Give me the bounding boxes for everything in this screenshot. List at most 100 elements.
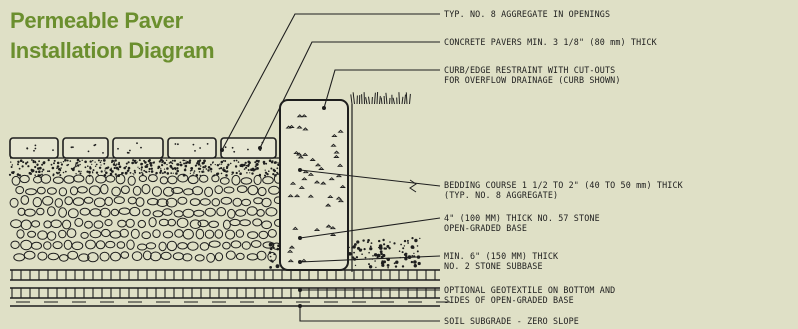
subbase-stone bbox=[353, 251, 355, 254]
subbase-stone bbox=[380, 252, 383, 256]
subbase-stone bbox=[403, 253, 407, 256]
bedding-grain bbox=[67, 163, 70, 166]
base-stone bbox=[36, 186, 46, 195]
base-stone bbox=[172, 252, 184, 261]
bedding-grain bbox=[87, 165, 89, 167]
bedding-grain bbox=[243, 168, 246, 170]
bedding-grain bbox=[39, 174, 42, 177]
subbase-stone bbox=[268, 243, 273, 247]
base-stone bbox=[72, 197, 85, 206]
bedding-grain bbox=[277, 161, 279, 164]
bedding-grain bbox=[141, 173, 144, 176]
bedding-grain bbox=[113, 166, 116, 170]
curb-aggregate bbox=[337, 129, 344, 133]
bedding-grain bbox=[175, 172, 178, 175]
grass-blade bbox=[379, 95, 381, 105]
bedding-grain bbox=[75, 173, 77, 175]
base-stone bbox=[182, 253, 193, 262]
bedding-grain bbox=[152, 161, 155, 164]
subbase-stone bbox=[419, 237, 421, 240]
bedding-grain bbox=[203, 159, 206, 163]
base-stone bbox=[206, 252, 216, 263]
bedding-grain bbox=[199, 174, 201, 177]
bedding-grain bbox=[220, 160, 224, 164]
subbase-stone bbox=[417, 261, 421, 266]
bedding-grain bbox=[171, 167, 175, 170]
base-stone bbox=[253, 174, 262, 186]
leader-line bbox=[323, 69, 440, 109]
bedding-grain bbox=[50, 163, 53, 166]
base-stone bbox=[252, 218, 263, 227]
base-stone bbox=[162, 208, 173, 216]
bedding-grain bbox=[100, 164, 102, 166]
base-stone bbox=[246, 206, 258, 216]
base-stone bbox=[131, 251, 143, 262]
bedding-grain bbox=[214, 164, 216, 166]
subbase-stone bbox=[395, 260, 399, 264]
base-stone bbox=[47, 252, 60, 261]
bedding-grain bbox=[127, 161, 130, 164]
bedding-grain bbox=[255, 159, 259, 163]
paver-speckle bbox=[70, 146, 73, 149]
base-stone bbox=[232, 197, 243, 207]
base-stone bbox=[183, 188, 194, 196]
bedding-grain bbox=[103, 174, 107, 177]
bedding-grain bbox=[202, 169, 204, 171]
base-stone bbox=[177, 242, 188, 250]
paver-speckle bbox=[52, 149, 54, 152]
bedding-grain bbox=[10, 161, 12, 163]
subbase-stone bbox=[352, 245, 356, 249]
callout-text: FOR OVERFLOW DRAINAGE (CURB SHOWN) bbox=[444, 74, 621, 85]
base-stone bbox=[156, 198, 169, 207]
bedding-grain bbox=[198, 171, 201, 173]
curb-aggregate bbox=[309, 157, 316, 161]
callout-text: CONCRETE PAVERS MIN. 3 1/8" (80 mm) THIC… bbox=[444, 37, 657, 47]
bedding-grain bbox=[148, 167, 151, 171]
bedding-grain bbox=[140, 162, 143, 166]
bedding-grain bbox=[58, 167, 61, 171]
curb-aggregate bbox=[287, 194, 294, 198]
callout-text: BEDDING COURSE 1 1/2 TO 2" (40 TO 50 mm)… bbox=[444, 180, 683, 190]
bedding-grain bbox=[47, 170, 49, 172]
base-stone bbox=[63, 239, 73, 250]
base-stone bbox=[158, 241, 167, 252]
callout-text: NO. 2 STONE SUBBASE bbox=[444, 260, 543, 271]
bedding-grain bbox=[270, 161, 274, 164]
base-stone bbox=[231, 174, 241, 186]
base-stone bbox=[165, 197, 178, 208]
bedding-grain bbox=[88, 170, 91, 174]
base-stone bbox=[225, 250, 236, 260]
bedding-grain bbox=[36, 163, 39, 166]
bedding-grain bbox=[131, 161, 134, 165]
bedding-grain bbox=[136, 161, 138, 163]
bedding-grain bbox=[207, 169, 210, 172]
bedding-grain bbox=[114, 164, 117, 167]
base-stone bbox=[199, 242, 210, 251]
base-stone bbox=[182, 228, 194, 240]
curb-aggregate bbox=[328, 177, 335, 181]
bedding-grain bbox=[127, 170, 129, 173]
base-stone bbox=[120, 185, 130, 194]
bedding-grain bbox=[197, 163, 201, 166]
base-stone bbox=[117, 219, 127, 228]
subbase-stone bbox=[383, 243, 386, 246]
base-stone bbox=[142, 250, 152, 261]
base-stone bbox=[192, 186, 203, 196]
grass-turf bbox=[350, 91, 411, 105]
subbase-stone bbox=[410, 260, 414, 264]
bedding-grain bbox=[219, 163, 221, 165]
bedding-grain bbox=[220, 172, 223, 175]
base-stone bbox=[118, 207, 131, 215]
subbase-stone bbox=[379, 246, 383, 250]
subbase-stone bbox=[402, 247, 405, 250]
paver-speckle bbox=[34, 144, 37, 147]
curb-aggregate bbox=[298, 185, 305, 189]
base-stone bbox=[127, 175, 136, 186]
bedding-grain bbox=[159, 171, 162, 174]
subbase-stone bbox=[382, 238, 385, 242]
curb-aggregate bbox=[294, 194, 301, 198]
bedding-grain bbox=[171, 162, 174, 165]
base-stone bbox=[71, 241, 84, 251]
base-stone bbox=[33, 175, 43, 184]
paver-speckle bbox=[140, 146, 142, 149]
